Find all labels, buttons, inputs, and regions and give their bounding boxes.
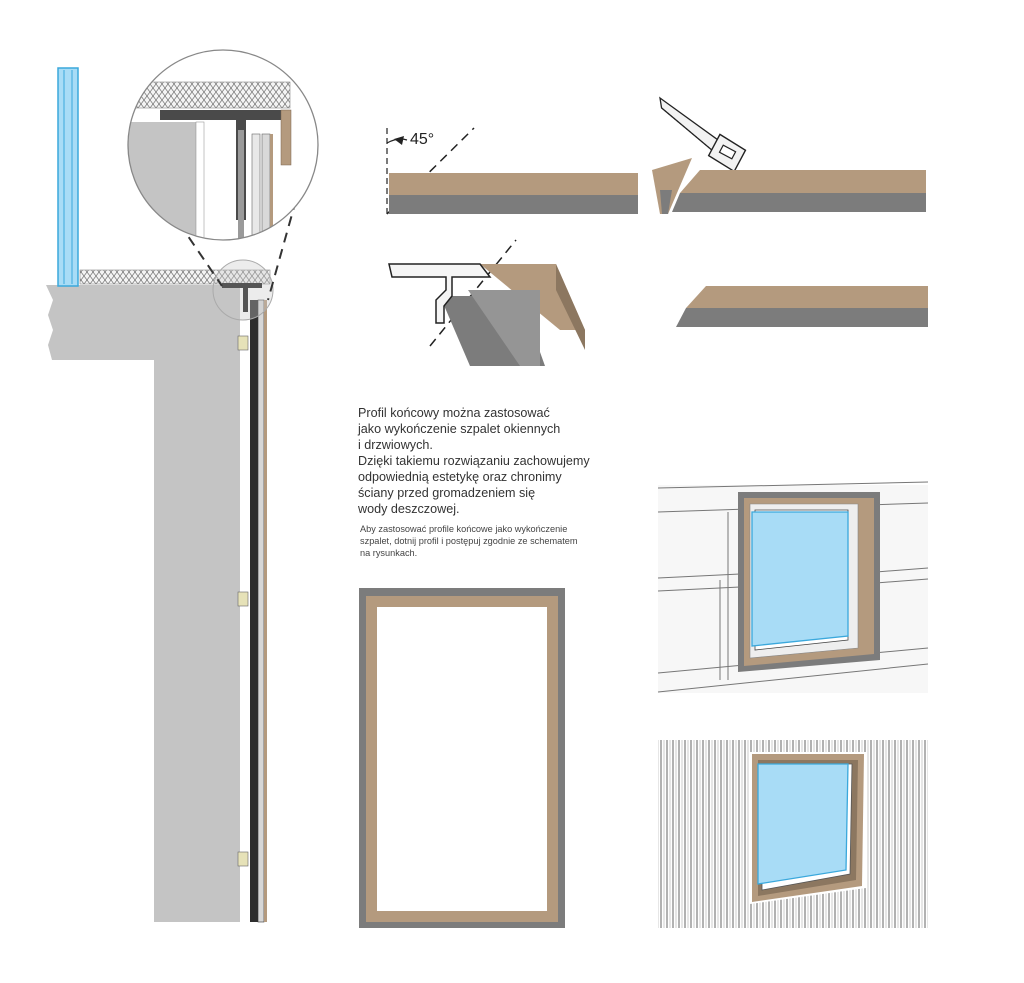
description-line: wody deszczowej. <box>358 502 460 516</box>
note-line: Aby zastosować profile końcowe jako wyko… <box>360 524 568 534</box>
window-horizontal-siding <box>657 481 929 693</box>
cut-board-result-drawing <box>676 286 928 327</box>
angle-label: 45° <box>410 131 435 148</box>
description-line: ściany przed gromadzeniem się <box>358 486 536 500</box>
description-line: i drzwiowych. <box>358 438 433 452</box>
detail-magnifier <box>127 49 319 241</box>
saw-cut-drawing <box>652 96 926 214</box>
description-line: odpowiednią estetykę oraz chronimy <box>358 470 562 484</box>
note-line: szpalet, dotnij profil i postępuj zgodni… <box>360 536 578 546</box>
note-line: na rysunkach. <box>360 548 418 558</box>
window-glass-section <box>57 67 79 287</box>
cut-angle-drawing <box>386 127 638 215</box>
description-line: Profil końcowy można zastosować <box>358 406 550 420</box>
frame-front-view <box>359 588 565 928</box>
description-line: Dzięki takiemu rozwiązaniu zachowujemy <box>358 454 590 468</box>
description-line: jako wykończenie szpalet okiennych <box>358 422 561 436</box>
profile-assembly-drawing <box>388 239 585 366</box>
instruction-note: Aby zastosować profile końcowe jako wyko… <box>360 523 630 559</box>
description-text: Profil końcowy można zastosować jako wyk… <box>358 405 628 517</box>
window-vertical-siding <box>658 740 928 928</box>
wall-section-drawing <box>46 67 297 923</box>
